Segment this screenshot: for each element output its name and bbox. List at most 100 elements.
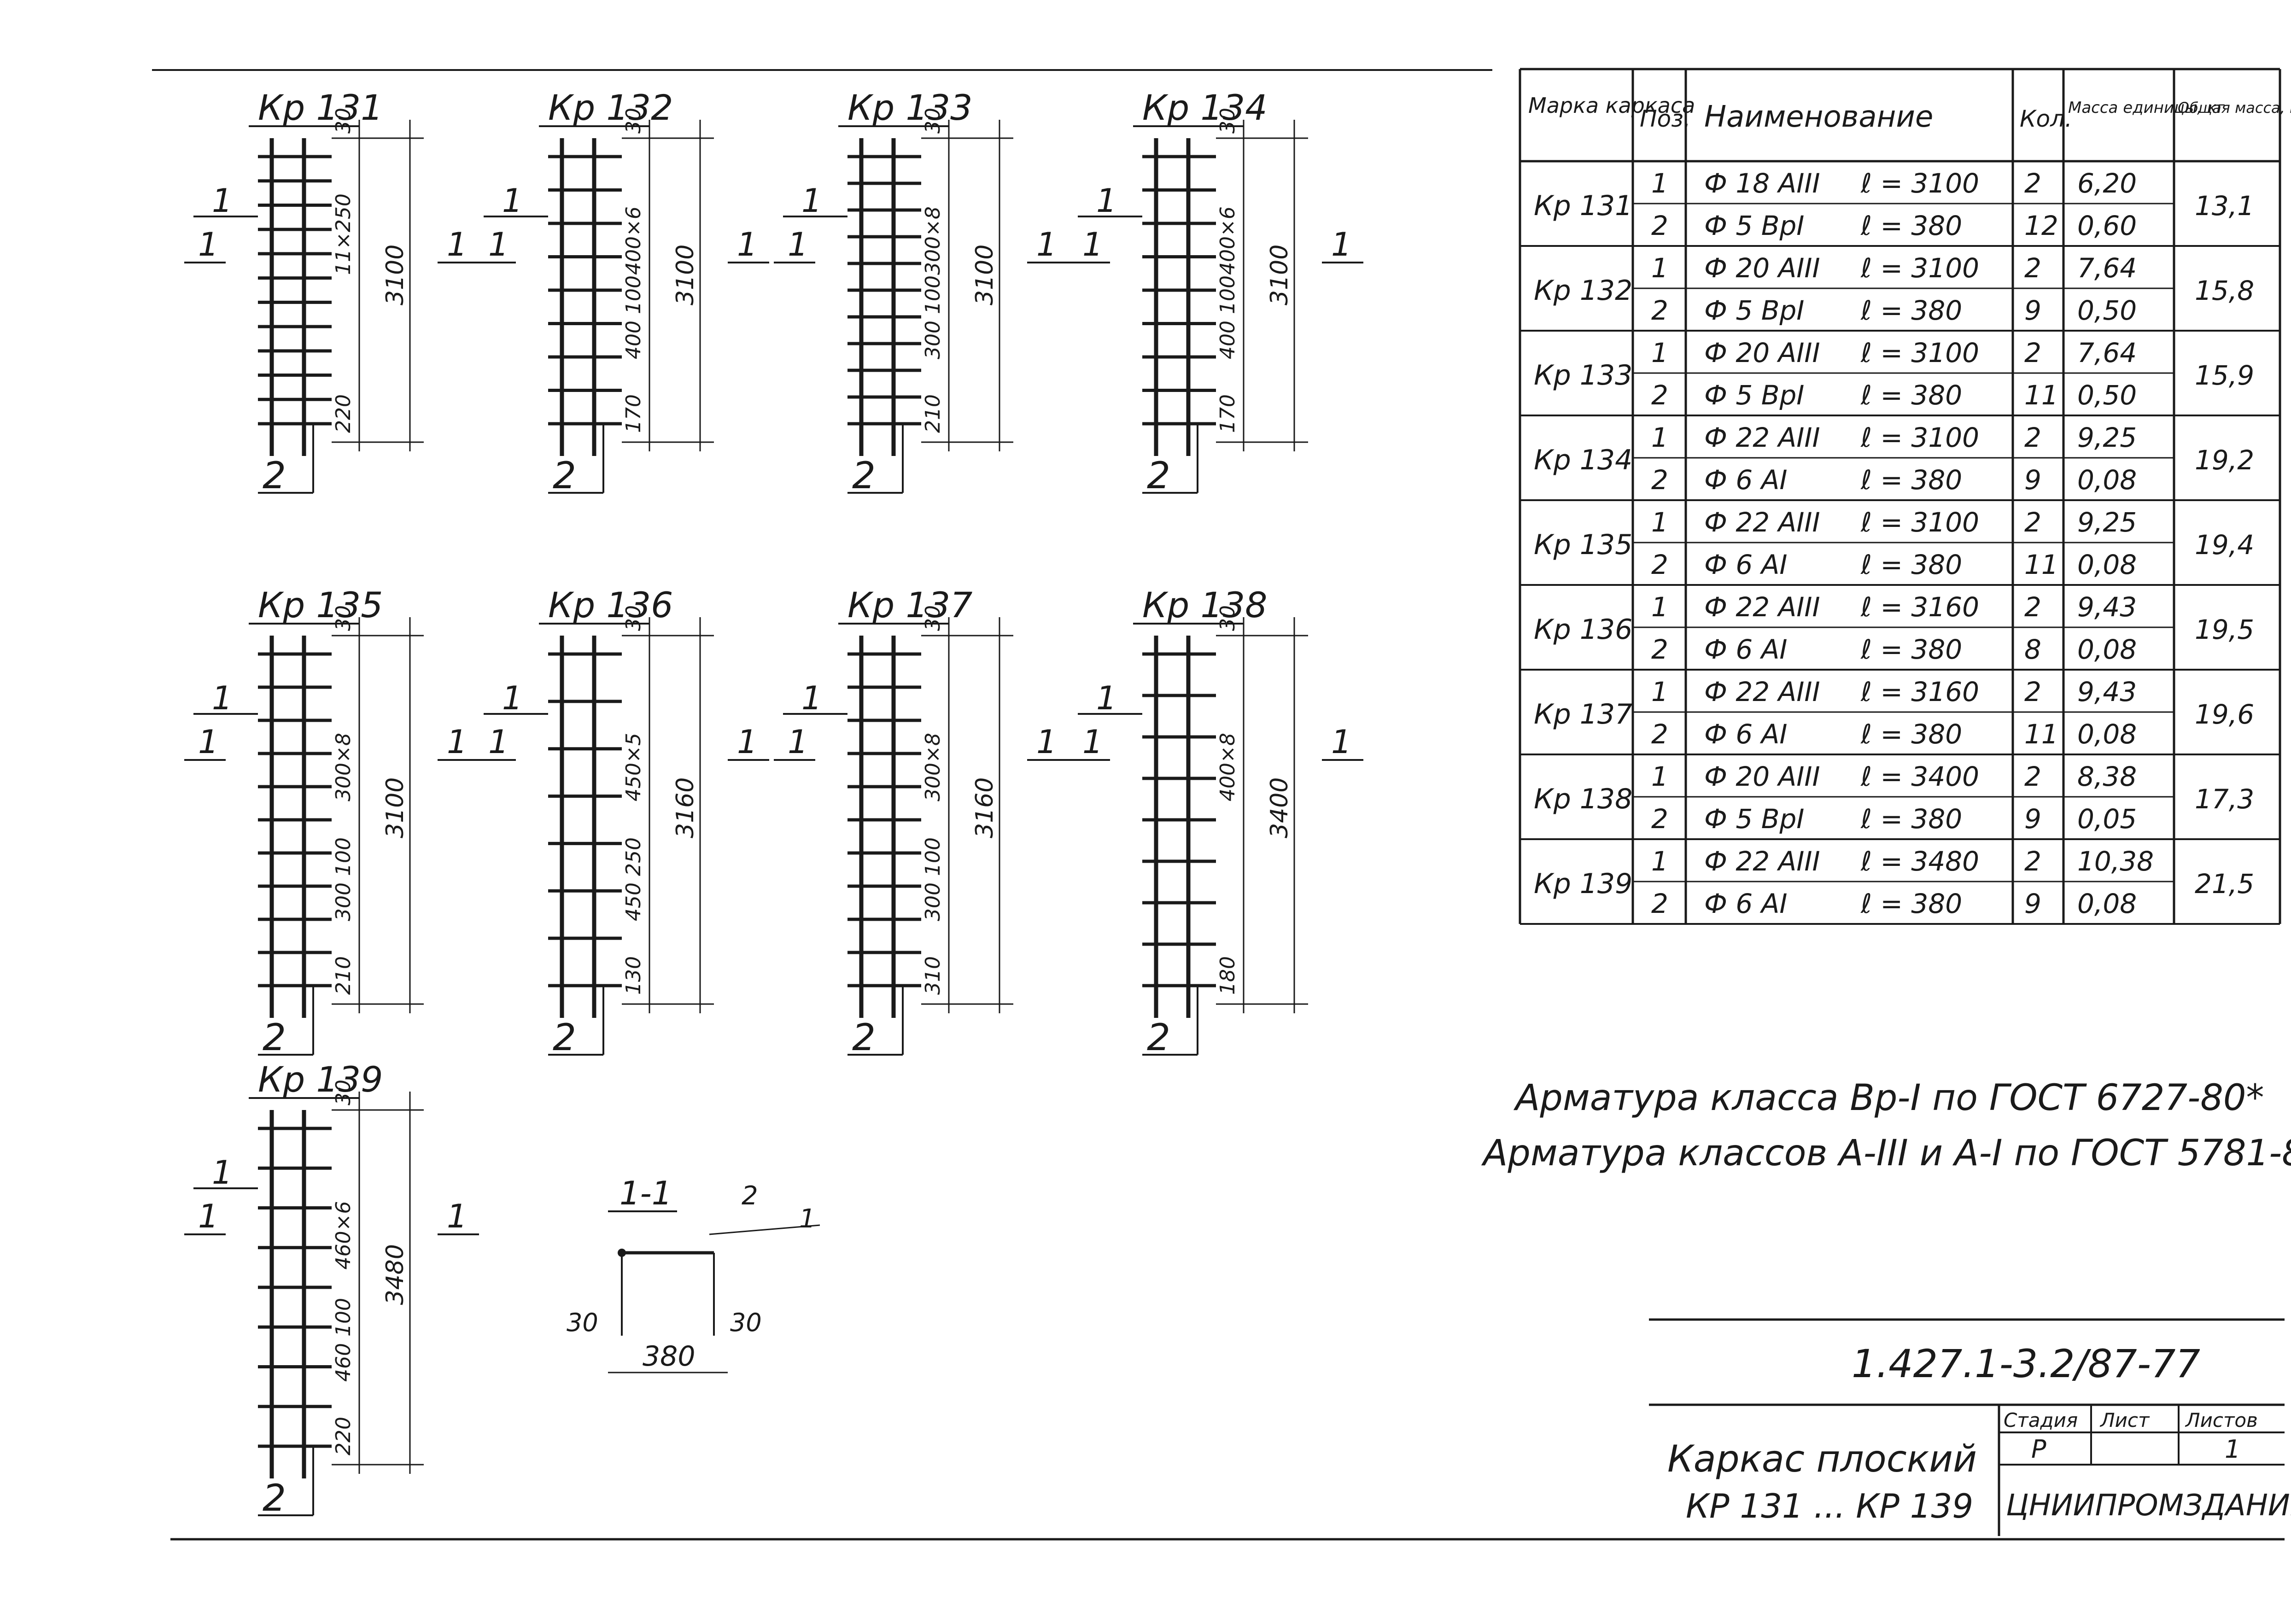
marker-section-right: 1 — [1036, 723, 1057, 761]
cell-length: ℓ = 3480 — [1860, 846, 1979, 877]
cell-length: ℓ = 380 — [1860, 803, 1962, 835]
dimension-total: 3160 — [672, 777, 699, 838]
frame-title: Кр 137 — [847, 584, 972, 625]
drawing-name-1: Каркас плоский — [1667, 1437, 1977, 1480]
marker-section-left: 1 — [198, 1198, 219, 1235]
header-qty: Кол. — [2020, 105, 2072, 132]
cell-qty: 2 — [2024, 252, 2041, 284]
marker-section-left: 1 — [212, 1154, 233, 1192]
cell-mass: 9,25 — [2077, 422, 2137, 453]
drawing-name-2: КР 131 ... КР 139 — [1686, 1487, 1973, 1525]
marker-section-left: 1 — [488, 723, 509, 761]
cell-qty: 9 — [2024, 295, 2041, 326]
marker-section-right: 1 — [447, 723, 468, 761]
cell-length: ℓ = 380 — [1860, 634, 1962, 665]
marker-section-left: 1 — [488, 226, 509, 263]
dimension-text: 300 100 — [332, 837, 355, 921]
section-bar-dot — [618, 1249, 626, 1257]
cell-total: 17,3 — [2195, 783, 2254, 815]
marker-bar: 2 — [263, 454, 286, 497]
marker-section-left: 1 — [212, 679, 233, 717]
cell-mass: 9,25 — [2077, 507, 2137, 538]
cell-name: Ф 6 АI — [1704, 464, 1788, 496]
stage-label: Стадия — [2004, 1409, 2078, 1431]
cell-mass: 0,50 — [2077, 380, 2137, 411]
cell-mass: 0,08 — [2077, 464, 2137, 496]
section-width: 380 — [643, 1340, 695, 1373]
cell-length: ℓ = 380 — [1860, 719, 1962, 750]
cell-length: ℓ = 3400 — [1860, 761, 1979, 792]
cell-total: 19,5 — [2195, 614, 2254, 645]
cell-mark: Кр 139 — [1534, 868, 1632, 900]
cell-mass: 0,05 — [2077, 803, 2137, 835]
dimension-text: 450×5 — [622, 733, 645, 801]
cell-pos: 2 — [1651, 803, 1668, 835]
dimension-text: 30 — [1216, 108, 1239, 134]
header-name: Наименование — [1704, 100, 1933, 134]
cell-pos: 1 — [1651, 422, 1668, 453]
section-title: 1-1 — [620, 1174, 672, 1212]
cell-qty: 2 — [2024, 337, 2041, 368]
cell-qty: 2 — [2024, 168, 2041, 199]
dimension-text: 300×8 — [921, 733, 945, 801]
cell-name: Ф 5 ВрI — [1704, 210, 1804, 241]
cell-mass: 0,08 — [2077, 634, 2137, 665]
note-2: Арматура классов А-III и А-I по ГОСТ 578… — [1481, 1133, 2291, 1174]
header-pos: Поз. — [1640, 105, 1691, 132]
frame-title: Кр 134 — [1142, 87, 1267, 128]
section-cover-right: 30 — [730, 1308, 762, 1337]
marker-section-left: 1 — [502, 679, 523, 717]
marker-bar: 2 — [553, 454, 576, 497]
marker-bar: 2 — [263, 1477, 286, 1519]
cell-mark: Кр 132 — [1534, 275, 1632, 307]
dimension-text: 220 — [332, 394, 355, 433]
cell-mass: 0,08 — [2077, 888, 2137, 919]
cell-length: ℓ = 380 — [1860, 380, 1962, 411]
marker-section-left: 1 — [788, 226, 808, 263]
marker-section-left: 1 — [1082, 723, 1103, 761]
marker-bar: 2 — [852, 454, 876, 497]
cell-length: ℓ = 380 — [1860, 549, 1962, 580]
dimension-text: 30 — [332, 1080, 355, 1105]
marker-section-left: 1 — [212, 182, 233, 220]
cell-qty: 11 — [2024, 719, 2058, 750]
cell-name: Ф 18 АIII — [1704, 168, 1820, 199]
notes: Арматура класса Вр-I по ГОСТ 6727-80* Ар… — [1481, 1077, 2291, 1174]
cell-mark: Кр 134 — [1534, 444, 1632, 476]
cell-total: 13,1 — [2195, 190, 2254, 222]
frame-title: Кр 133 — [847, 87, 972, 128]
cell-name: Ф 5 ВрI — [1704, 380, 1804, 411]
section-cover-left: 30 — [567, 1308, 598, 1337]
cell-mark: Кр 137 — [1534, 698, 1632, 730]
marker-section-left: 1 — [198, 723, 219, 761]
cell-pos: 2 — [1651, 295, 1668, 326]
header-unit-mass: Масса единицы, кг — [2068, 99, 2225, 117]
cell-length: ℓ = 3160 — [1860, 676, 1979, 707]
marker-section-right: 1 — [737, 723, 758, 761]
header-mark: Марка каркаса — [1528, 93, 1695, 118]
cell-length: ℓ = 3100 — [1860, 168, 1979, 199]
dimension-text: 30 — [622, 108, 645, 134]
cell-name: Ф 5 ВрI — [1704, 295, 1804, 326]
cell-pos: 2 — [1651, 549, 1668, 580]
marker-section-left: 1 — [502, 182, 523, 220]
dimension-total: 3100 — [381, 777, 409, 838]
organization: ЦНИИПРОМЗДАНИЙ — [2006, 1488, 2291, 1523]
cell-name: Ф 20 АIII — [1704, 337, 1820, 368]
cell-name: Ф 6 АI — [1704, 634, 1788, 665]
cell-mark: Кр 135 — [1534, 529, 1632, 561]
sheets-label: Листов — [2185, 1409, 2258, 1431]
dimension-text: 170 — [1216, 394, 1239, 433]
sheet-label: Лист — [2099, 1409, 2150, 1431]
dimension-total: 3100 — [381, 245, 409, 305]
dimension-text: 300×8 — [332, 733, 355, 801]
cell-pos: 1 — [1651, 761, 1668, 792]
sheets-value: 1 — [2225, 1435, 2240, 1464]
cell-pos: 1 — [1651, 337, 1668, 368]
cell-pos: 2 — [1651, 210, 1668, 241]
